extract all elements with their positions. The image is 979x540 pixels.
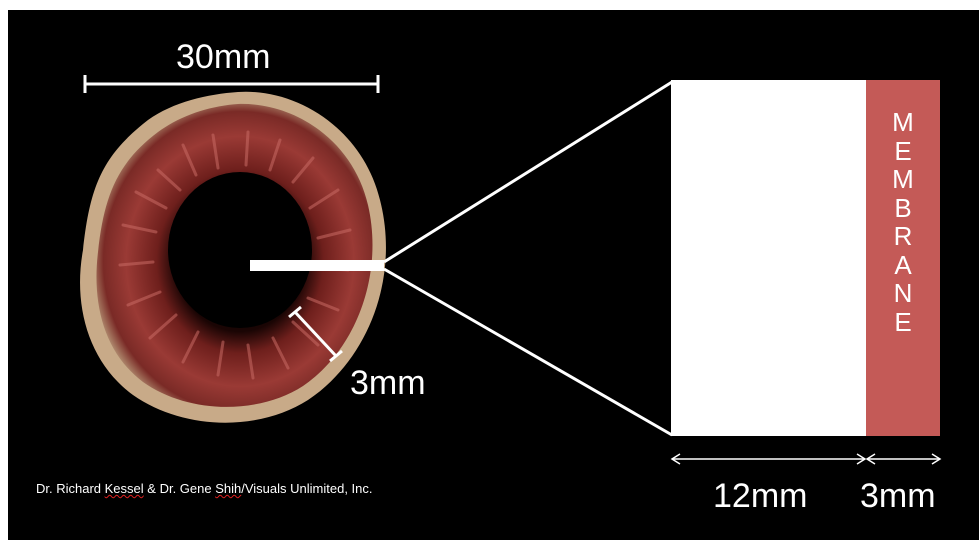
diameter-label: 30mm [176, 38, 270, 77]
membrane-letter-1: E [866, 137, 940, 166]
membrane-letter-3: B [866, 194, 940, 223]
credit-part-3: /Visuals Unlimited, Inc. [241, 481, 372, 496]
width-arrows [672, 454, 940, 464]
membrane-width-label: 3mm [860, 477, 936, 516]
diameter-measure [85, 75, 378, 93]
image-credit: Dr. Richard Kessel & Dr. Gene Shih/Visua… [36, 481, 373, 496]
membrane-letter-5: A [866, 251, 940, 280]
zoom-lines [384, 82, 672, 435]
credit-name-2: Shih [215, 481, 241, 496]
membrane-label: MEMBRANE [866, 108, 940, 336]
radius-marker [250, 260, 384, 271]
intestine-cross-section [80, 92, 386, 423]
membrane-letter-6: N [866, 279, 940, 308]
lumen-block [671, 80, 866, 436]
diagram-slide: 30mm 3mm 12mm 3mm MEMBRANE Dr. Richard K… [8, 10, 979, 540]
lumen-width-label: 12mm [713, 477, 807, 516]
membrane-letter-2: M [866, 165, 940, 194]
credit-name-1: Kessel [105, 481, 144, 496]
membrane-letter-0: M [866, 108, 940, 137]
membrane-letter-7: E [866, 308, 940, 337]
credit-part-2: & Dr. Gene [144, 481, 216, 496]
wall-thickness-label: 3mm [350, 364, 426, 403]
membrane-letter-4: R [866, 222, 940, 251]
lumen [168, 172, 312, 328]
diagram-graphics [8, 10, 979, 540]
membrane-label-box: MEMBRANE [866, 80, 940, 436]
credit-part-1: Dr. Richard [36, 481, 105, 496]
